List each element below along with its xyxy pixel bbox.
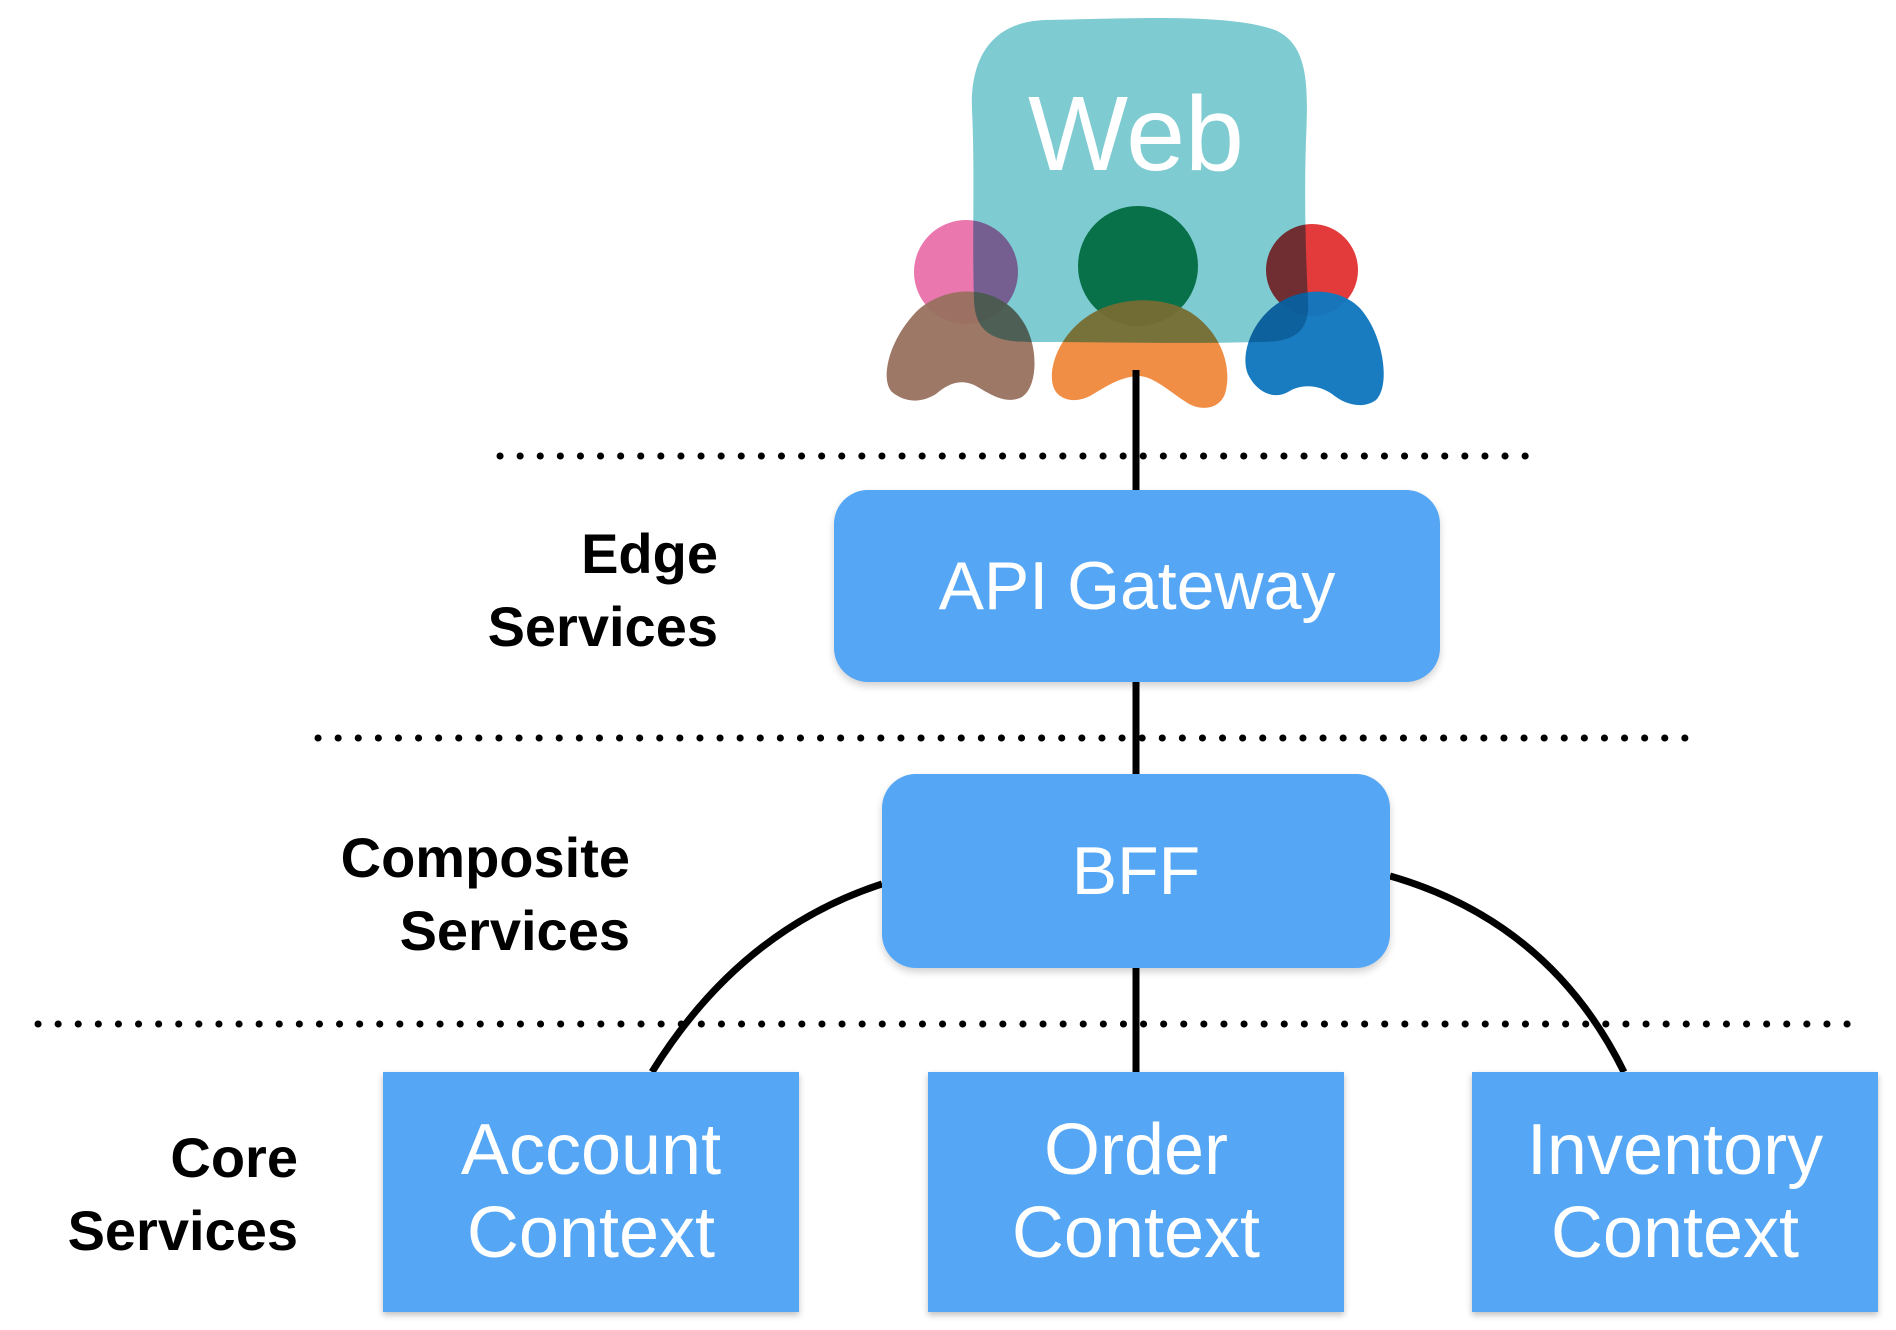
inventory-context-line2: Context xyxy=(1550,1193,1800,1273)
web-client: Web xyxy=(971,18,1309,343)
account-context-box: Account Context xyxy=(383,1072,799,1312)
api-gateway-box: API Gateway xyxy=(834,490,1440,682)
tier-label-core-line2: Services xyxy=(67,1198,298,1262)
tier-label-edge-line2: Services xyxy=(487,594,718,658)
inventory-context-box: Inventory Context xyxy=(1472,1072,1878,1312)
tier-label-edge: Edge Services xyxy=(488,518,718,664)
api-gateway-label: API Gateway xyxy=(938,548,1336,624)
person-body-orange xyxy=(1051,300,1228,408)
user-person-icon xyxy=(1051,206,1228,408)
inventory-context-line1: Inventory xyxy=(1526,1110,1824,1191)
tier-label-composite: Composite Services xyxy=(341,822,630,968)
web-label: Web xyxy=(1028,75,1244,193)
tier-label-edge-line1: Edge xyxy=(581,522,718,585)
connector-bff-inventory xyxy=(1389,872,1628,1074)
users-group xyxy=(886,206,1384,408)
account-context-line2: Context xyxy=(466,1193,716,1273)
web-blob xyxy=(971,18,1309,343)
order-context-box: Order Context xyxy=(928,1072,1344,1312)
connector-bff-account xyxy=(649,880,884,1074)
person-body-blue xyxy=(1245,291,1384,406)
person-head-green xyxy=(1078,206,1198,326)
person-head-red xyxy=(1266,224,1358,316)
order-context-line1: Order xyxy=(1043,1110,1229,1191)
tier-label-core-line1: Core xyxy=(170,1126,298,1189)
user-person-icon xyxy=(886,220,1035,401)
bff-label: BFF xyxy=(1071,833,1201,909)
tier-label-composite-line2: Services xyxy=(399,898,630,962)
order-context-line2: Context xyxy=(1011,1193,1261,1273)
bff-box: BFF xyxy=(882,774,1390,968)
user-person-icon xyxy=(1245,224,1384,406)
tier-label-composite-line1: Composite xyxy=(340,826,630,889)
person-body-brown xyxy=(886,291,1035,401)
tier-label-core: Core Services xyxy=(68,1122,298,1268)
account-context-line1: Account xyxy=(460,1110,722,1191)
